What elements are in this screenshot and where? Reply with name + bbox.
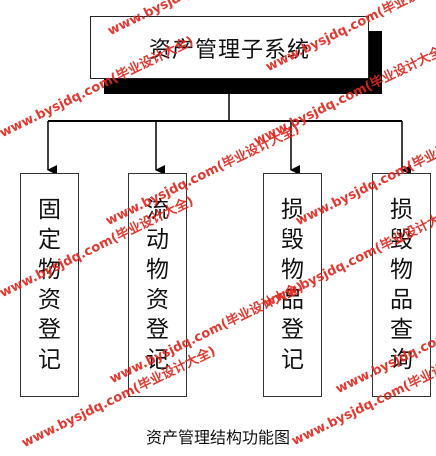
child-node-current-assets-register: 流 动 物 资 登 记 bbox=[128, 173, 187, 397]
child-node-char: 资 bbox=[38, 287, 61, 313]
child-node-damaged-items-register: 损 毁 物 品 登 记 bbox=[263, 173, 322, 397]
child-node-fixed-assets-register: 固 定 物 资 登 记 bbox=[20, 173, 79, 397]
child-node-char: 动 bbox=[146, 227, 169, 253]
child-node-char: 品 bbox=[390, 287, 413, 313]
child-node-char: 物 bbox=[281, 257, 304, 283]
child-node-char: 询 bbox=[390, 347, 413, 373]
child-node-char: 记 bbox=[146, 347, 169, 373]
child-node-char: 物 bbox=[390, 257, 413, 283]
child-node-char: 登 bbox=[38, 317, 61, 343]
child-node-char: 登 bbox=[146, 317, 169, 343]
child-node-char: 资 bbox=[146, 287, 169, 313]
child-node-char: 品 bbox=[281, 287, 304, 313]
child-node-char: 物 bbox=[146, 257, 169, 283]
child-node-char: 毁 bbox=[281, 227, 304, 253]
child-node-char: 记 bbox=[38, 347, 61, 373]
diagram-caption: 资产管理结构功能图 bbox=[145, 428, 290, 447]
child-node-damaged-items-query: 损 毁 物 品 查 询 bbox=[372, 173, 431, 397]
child-node-char: 查 bbox=[390, 317, 413, 343]
child-node-char: 登 bbox=[281, 317, 304, 343]
child-node-char: 流 bbox=[146, 197, 169, 223]
child-node-char: 损 bbox=[281, 197, 304, 223]
child-node-char: 固 bbox=[38, 197, 61, 223]
child-node-char: 记 bbox=[281, 347, 304, 373]
child-node-char: 定 bbox=[38, 227, 61, 253]
child-node-char: 毁 bbox=[390, 227, 413, 253]
child-node-char: 损 bbox=[390, 197, 413, 223]
root-node-label: 资产管理子系统 bbox=[148, 37, 310, 63]
child-node-char: 物 bbox=[38, 257, 61, 283]
root-node: 资产管理子系统 bbox=[90, 16, 369, 79]
